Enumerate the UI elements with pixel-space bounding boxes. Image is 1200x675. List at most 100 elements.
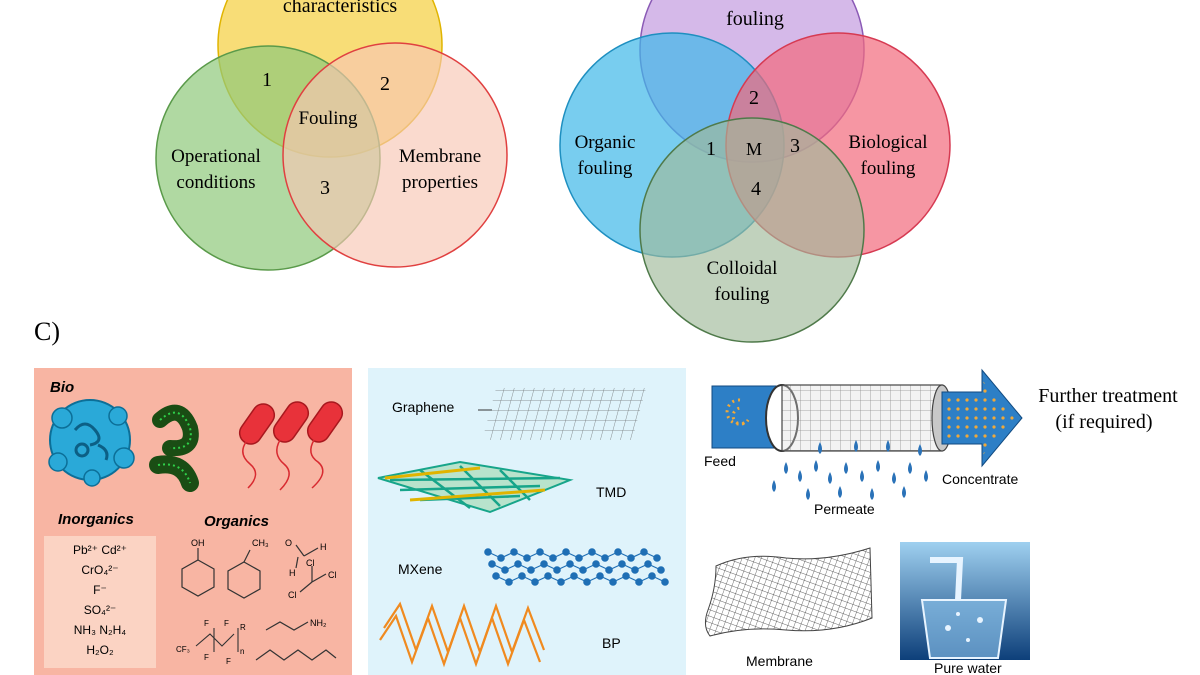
venn-b-bottom-label-1: Colloidal [707,258,778,279]
mxene-bond [617,551,632,559]
venn-b-circle-bottom [639,117,865,343]
inorganic-ion-5: NH₃ N₂H₄ [74,623,127,637]
venn-a-region-1: 1 [262,69,272,91]
venn-b-top-label-2: fouling [726,8,784,30]
venn-a-center-label: Fouling [298,108,358,129]
material-bp-label: BP [602,635,621,651]
pure-water-label: Pure water [934,660,1002,675]
venn-b-right-label-1: Biological [848,132,927,153]
mxene-bond [556,563,571,571]
panel-c-label: C) [34,317,60,346]
mxene-bond [487,551,502,559]
venn-a-circle-right [282,42,508,268]
mxene-bond [500,551,515,559]
virus-icon [48,399,135,487]
amine-structure-icon [265,621,309,631]
organics-title: Organics [204,513,269,530]
mxene-lattice-icon [484,548,669,586]
inorganics-title: Inorganics [58,511,134,528]
mxene-bond [651,575,666,583]
mxene-bond [638,575,653,583]
mxene-bond [565,551,580,559]
venn-a-right-label-1: Membrane [399,146,481,167]
chem-label-cl3: Cl [288,590,297,600]
mxene-bond [634,563,649,571]
venn-a-left-label-1: Operational [171,146,261,167]
inorganic-ion-4: SO₄²⁻ [84,603,117,617]
chem-label-f1: F [204,619,209,628]
venn-b-left-label-2: fouling [578,158,633,179]
mxene-bond [539,551,554,559]
inorganic-ion-6: H₂O₂ [86,643,114,657]
feed-flow-dots-icon [725,398,750,426]
venn-b-region-2: 2 [749,87,759,109]
mxene-bond [586,575,601,583]
mxene-bond [621,563,636,571]
venn-b-center-label: M [746,139,762,159]
chem-label-cf3: CF₃ [176,645,190,654]
mxene-bond [508,575,523,583]
mxene-bond [612,575,627,583]
inorganic-ion-3: F⁻ [93,583,107,597]
mxene-bond [578,551,593,559]
chem-label-f2: F [224,619,229,628]
bacteria-icon [149,404,199,492]
mxene-bond [630,551,645,559]
mxene-bond [625,575,640,583]
bp-lattice-icon [379,601,546,668]
material-tmd-label: TMD [596,484,626,500]
venn-b-bottom-label-2: fouling [715,284,770,305]
mxene-bond [504,563,519,571]
tmd-lattice-icon [377,460,574,514]
chem-label-o: O [285,538,292,548]
venn-b-left-label-1: Organic [575,132,636,153]
membrane-tube-icon [782,385,942,451]
mxene-bond [560,575,575,583]
material-mxene-label: MXene [398,561,443,577]
mxene-bond [534,575,549,583]
venn-b-region-4: 4 [751,178,761,200]
mxene-bond [547,575,562,583]
chem-label-cl2: Cl [328,570,337,580]
venn-a-left-label-2: conditions [176,172,255,193]
mxene-bond [595,563,610,571]
mxene-bond [582,563,597,571]
inorganic-ion-2: CrO₄²⁻ [81,563,118,577]
chloroform-structure-icon [299,566,327,593]
chem-label-f4: F [226,657,231,666]
mxene-bond [530,563,545,571]
chem-label-r: R [240,623,246,632]
permeate-label: Permeate [814,501,875,517]
inorganics-box [44,536,156,668]
graphene-sheet-icon [482,388,647,440]
mxene-bond [599,575,614,583]
mxene-bond [643,551,658,559]
venn-a-right-label-2: properties [402,172,478,193]
permeate-drops-icon [772,440,928,500]
pfas-structure-icon [195,628,239,652]
mxene-bond [604,551,619,559]
venn-diagram-fouling-factors: characteristics Operational conditions M… [155,0,508,271]
phenol-structure-icon [181,548,215,597]
mxene-bond [517,563,532,571]
inorganic-ion-1: Pb²⁺ Cd²⁺ [73,543,127,557]
venn-a-top-label: characteristics [283,0,398,17]
materials-panel: Graphene TMD MXene BP [368,368,686,675]
venn-a-region-2: 2 [380,73,390,95]
mxene-bond [552,551,567,559]
pure-water-glass-icon [900,542,1030,660]
venn-diagram-fouling-types: fouling Organic fouling Biological fouli… [559,0,951,343]
mxene-bond [491,563,506,571]
concentrate-label: Concentrate [942,471,1018,487]
further-treatment-label-1: Further treatment [1038,385,1178,407]
chem-label-f3: F [204,653,209,662]
mxene-bond [569,563,584,571]
pollutants-panel: Bio Inorganics Or [34,368,352,675]
venn-b-region-3: 3 [790,135,800,157]
membrane-sheet-icon [704,547,873,637]
mxene-bond [526,551,541,559]
venn-b-right-label-2: fouling [861,158,916,179]
toluene-structure-icon [227,549,261,599]
filtration-process-schematic: Feed Concentrate Permeate Further treatm… [704,368,1178,675]
membrane-tube-outline [781,384,943,452]
